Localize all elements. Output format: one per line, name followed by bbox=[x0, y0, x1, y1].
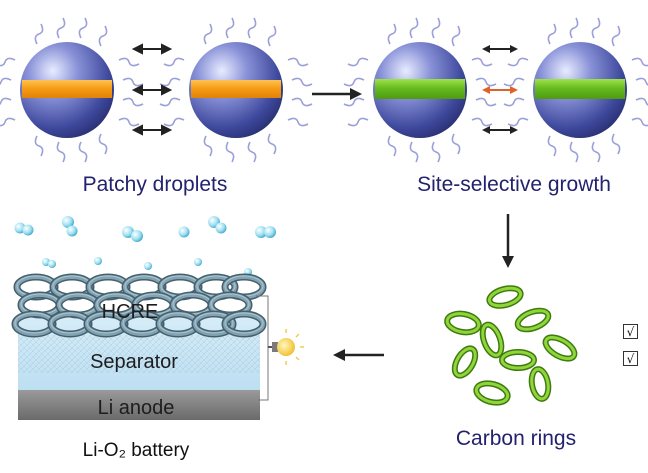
oxygen-bubbles bbox=[14, 216, 276, 276]
checkbox-1[interactable]: √ bbox=[623, 324, 638, 339]
arrow-to-battery bbox=[333, 349, 384, 361]
grown-droplet-left bbox=[343, 17, 497, 163]
grown-droplet-right bbox=[503, 17, 648, 163]
arrow-to-rings bbox=[502, 214, 514, 268]
arrow-to-growth bbox=[312, 88, 362, 100]
patchy-droplets-label: Patchy droplets bbox=[83, 173, 228, 196]
anode-layer bbox=[18, 390, 260, 420]
patchy-droplet-right bbox=[159, 17, 313, 163]
bulb-icon bbox=[268, 329, 304, 365]
site-selective-growth-label: Site-selective growth bbox=[417, 173, 611, 196]
checkbox-2[interactable]: √ bbox=[623, 351, 638, 366]
patchy-droplet-left bbox=[0, 17, 144, 163]
separator-label: Separator bbox=[90, 351, 178, 373]
carbon-rings-label: Carbon rings bbox=[456, 427, 576, 450]
hcre-label: HCRE bbox=[102, 301, 159, 323]
interaction-arrows-left bbox=[131, 43, 173, 136]
battery-label: Li-O₂ battery bbox=[83, 440, 190, 461]
interaction-arrows-right bbox=[482, 45, 518, 134]
carbon-rings bbox=[444, 285, 578, 406]
li-anode-label: Li anode bbox=[98, 397, 175, 419]
